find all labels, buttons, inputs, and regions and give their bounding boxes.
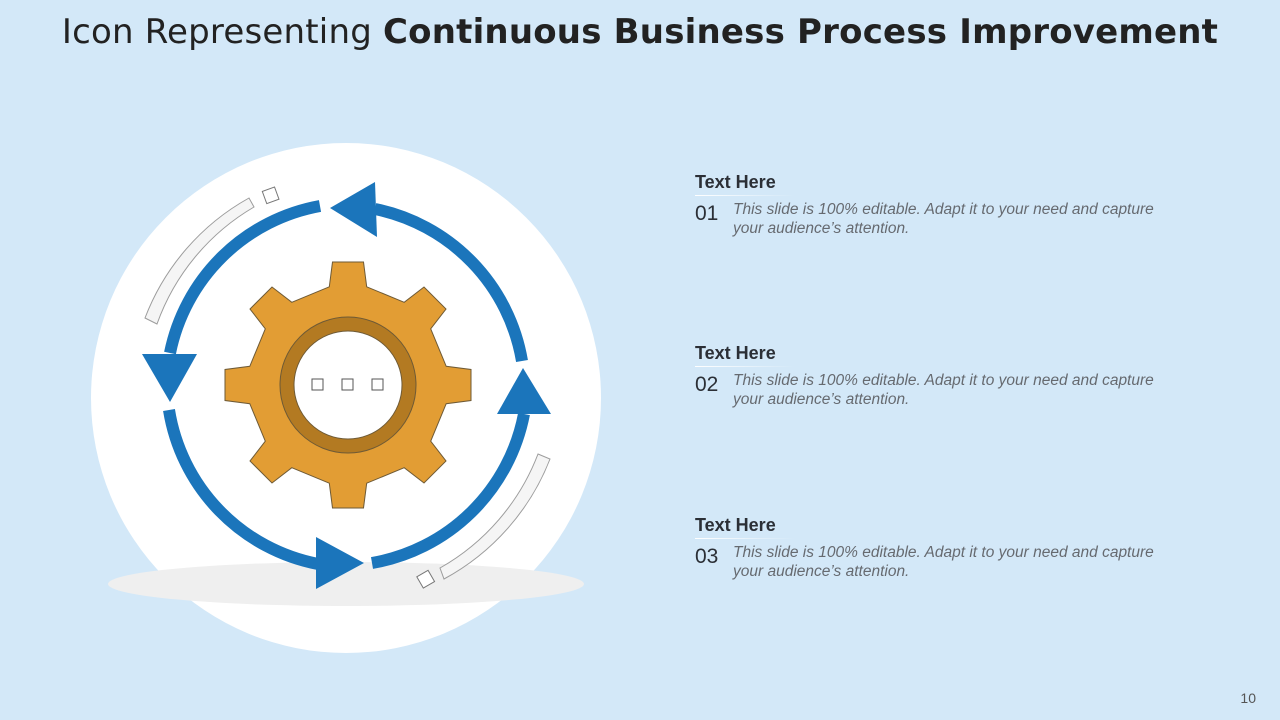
item-heading: Text Here — [695, 515, 776, 535]
text-item-1: Text Here 01 This slide is 100% editable… — [695, 171, 1195, 238]
decor-arc-top-left — [144, 197, 255, 325]
slide-title: Icon Representing Continuous Business Pr… — [0, 12, 1280, 52]
process-improvement-graphic — [91, 143, 601, 653]
text-item-2: Text Here 02 This slide is 100% editable… — [695, 342, 1195, 409]
item-number: 02 — [695, 373, 719, 396]
decor-square-top — [261, 186, 280, 205]
item-description: This slide is 100% editable. Adapt it to… — [733, 372, 1154, 408]
item-heading: Text Here — [695, 343, 776, 363]
ellipsis-dot-2 — [341, 378, 354, 391]
item-heading: Text Here — [695, 172, 776, 192]
cycle-arc-right — [370, 412, 530, 569]
decor-arc-bottom-right — [439, 453, 551, 580]
cycle-arc-bottom — [163, 409, 320, 570]
heading-underline — [695, 195, 795, 196]
item-description: This slide is 100% editable. Adapt it to… — [733, 201, 1154, 237]
gear-icon — [224, 261, 472, 509]
item-number: 01 — [695, 202, 719, 225]
page-number: 10 — [1240, 690, 1256, 706]
floor-shadow — [108, 562, 584, 606]
heading-underline — [695, 538, 795, 539]
item-description: This slide is 100% editable. Adapt it to… — [733, 544, 1154, 580]
text-item-3: Text Here 03 This slide is 100% editable… — [695, 514, 1195, 581]
cycle-arrowhead-left — [142, 354, 197, 402]
cycle-arc-top — [373, 203, 528, 363]
heading-underline — [695, 366, 795, 367]
title-bold-part: Continuous Business Process Improvement — [383, 12, 1219, 52]
ellipsis-dot-1 — [311, 378, 324, 391]
cycle-arrowhead-top — [330, 182, 377, 237]
cycle-arrowhead-bottom — [316, 537, 364, 589]
ellipsis-dot-3 — [371, 378, 384, 391]
cycle-arrowhead-right — [497, 368, 551, 414]
item-number: 03 — [695, 545, 719, 568]
cycle-arc-left — [164, 200, 322, 355]
title-light-part: Icon Representing — [61, 12, 372, 52]
decor-square-bottom — [416, 569, 436, 589]
